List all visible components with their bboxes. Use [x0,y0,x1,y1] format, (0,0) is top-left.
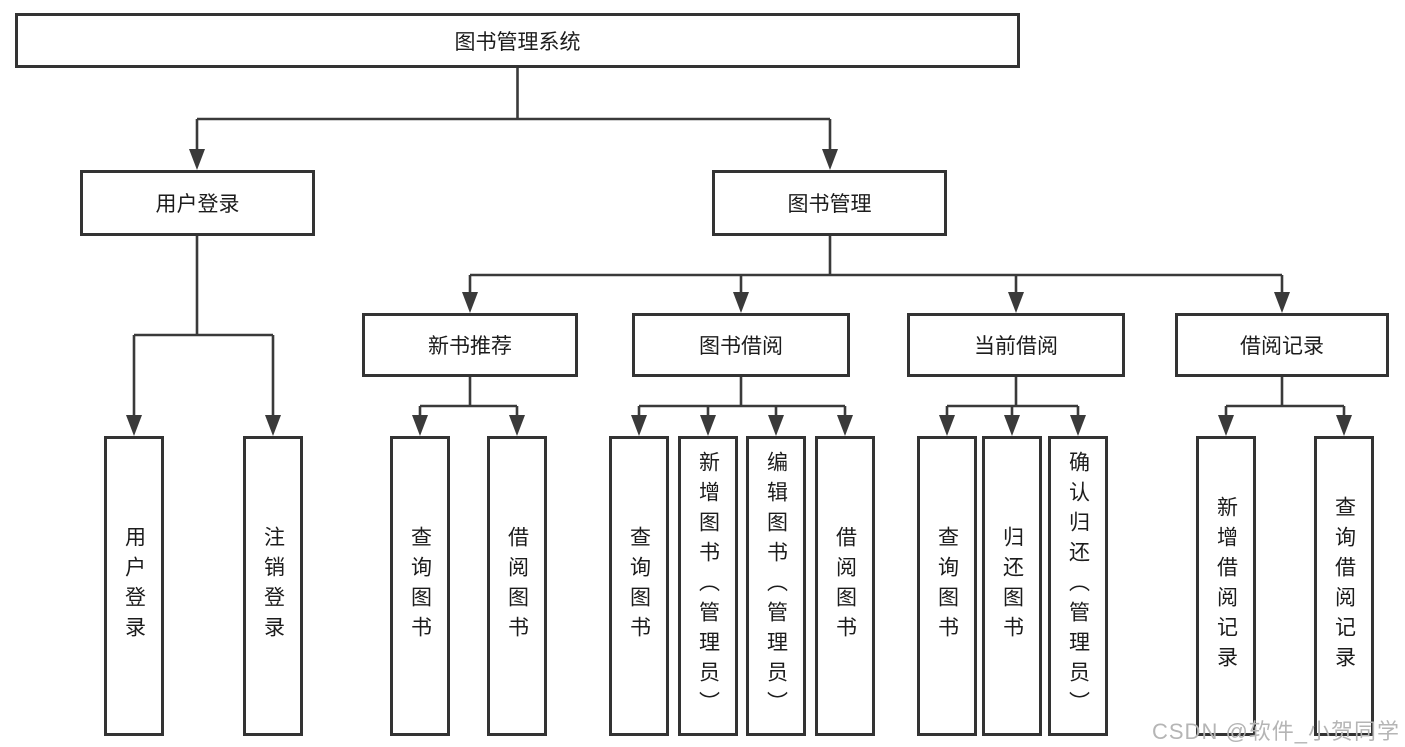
leaf-br-query-record-label: 查询借阅记录 [1332,496,1356,676]
leaf-user-login: 用户登录 [104,436,164,736]
leaf-nbr-borrow-books: 借阅图书 [487,436,547,736]
leaf-nbr-borrow-books-label: 借阅图书 [505,526,529,646]
node-current-borrow-label: 当前借阅 [974,335,1058,358]
node-borrow-records: 借阅记录 [1175,313,1389,377]
leaf-logout-label: 注销登录 [261,526,285,646]
node-new-book-recommend-label: 新书推荐 [428,335,512,358]
node-book-management-label: 图书管理 [787,193,872,216]
leaf-user-login-label: 用户登录 [122,526,146,646]
leaf-nbr-query-books-label: 查询图书 [408,526,432,646]
leaf-nbr-query-books: 查询图书 [390,436,450,736]
node-current-borrow: 当前借阅 [907,313,1125,377]
node-book-borrow: 图书借阅 [632,313,850,377]
leaf-bb-query-books: 查询图书 [609,436,669,736]
node-book-borrow-label: 图书借阅 [699,335,783,358]
leaf-bb-borrow-books: 借阅图书 [815,436,875,736]
leaf-br-query-record: 查询借阅记录 [1314,436,1374,736]
leaf-bb-edit-books-admin: 编辑图书（管理员） [746,436,806,736]
leaf-bb-edit-books-admin-label: 编辑图书（管理员） [764,451,788,721]
watermark: CSDN @软件_小贺同学 [1152,719,1401,744]
leaf-cb-return-books-label: 归还图书 [1000,526,1024,646]
leaf-br-add-record: 新增借阅记录 [1196,436,1256,736]
leaf-logout: 注销登录 [243,436,303,736]
node-user-login: 用户登录 [80,170,315,236]
node-user-login-label: 用户登录 [155,193,240,216]
leaf-cb-return-books: 归还图书 [982,436,1042,736]
leaf-cb-query-books-label: 查询图书 [935,526,959,646]
node-borrow-records-label: 借阅记录 [1240,335,1324,358]
node-new-book-recommend: 新书推荐 [362,313,578,377]
node-root-label: 图书管理系统 [454,30,581,54]
arrowheads [126,149,1352,436]
leaf-bb-add-books-admin-label: 新增图书（管理员） [696,451,720,721]
node-book-management: 图书管理 [712,170,947,236]
leaf-cb-confirm-return-admin: 确认归还（管理员） [1048,436,1108,736]
leaf-br-add-record-label: 新增借阅记录 [1214,496,1238,676]
leaf-cb-query-books: 查询图书 [917,436,977,736]
leaf-bb-query-books-label: 查询图书 [627,526,651,646]
leaf-cb-confirm-return-admin-label: 确认归还（管理员） [1066,451,1090,721]
leaf-bb-borrow-books-label: 借阅图书 [833,526,857,646]
leaf-bb-add-books-admin: 新增图书（管理员） [678,436,738,736]
node-root: 图书管理系统 [15,13,1020,68]
